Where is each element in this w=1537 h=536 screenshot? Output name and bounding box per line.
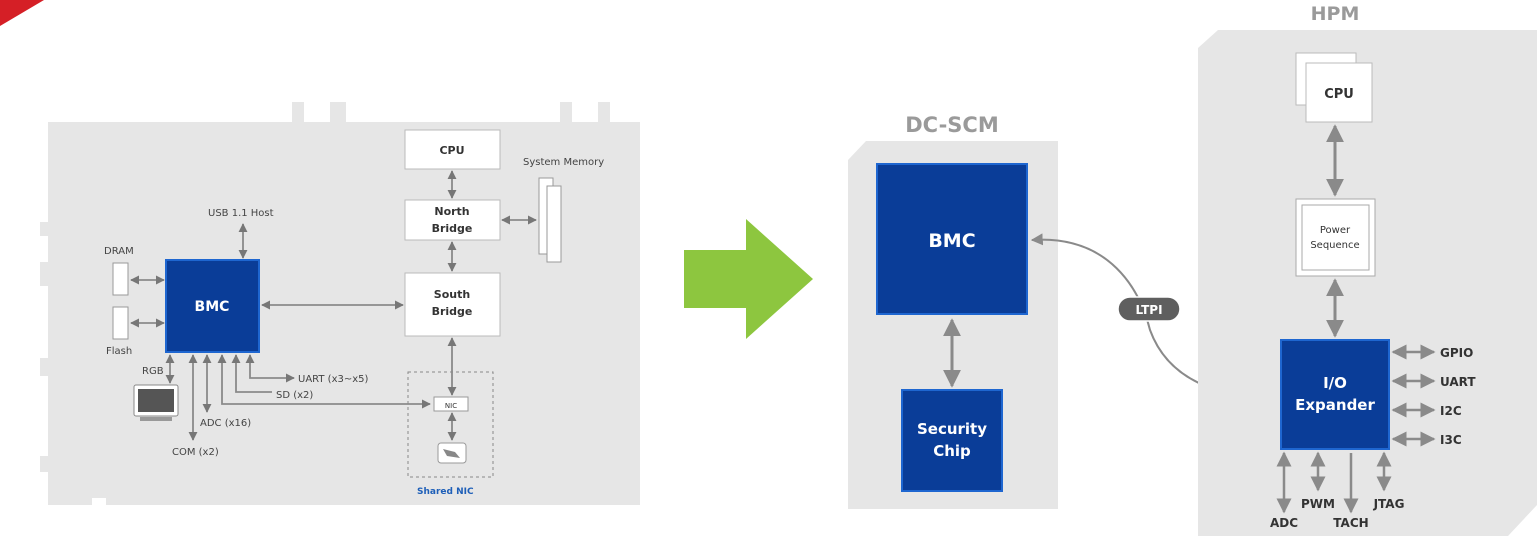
monitor-screen-icon	[138, 389, 174, 412]
north-bridge-box	[404, 199, 501, 241]
flash-chip	[112, 306, 129, 340]
adc-label: ADC (x16)	[200, 418, 251, 429]
uart-signal-label: UART	[1440, 375, 1476, 389]
com-label: COM (x2)	[172, 447, 219, 458]
hpm-cpu-label: CPU	[1324, 87, 1354, 102]
south-bridge-label-2: Bridge	[432, 305, 473, 318]
cpu-box	[404, 129, 501, 170]
rgb-label: RGB	[142, 366, 164, 377]
dram-chip	[112, 262, 129, 296]
tach-label: TACH	[1333, 516, 1368, 530]
pwm-label: PWM	[1301, 497, 1335, 511]
motherboard-diagram: CPU North Bridge South Bridge System Mem…	[40, 102, 640, 505]
usb-host-label: USB 1.1 Host	[208, 208, 274, 219]
north-bridge-label-1: North	[434, 205, 469, 218]
sd-link	[231, 354, 272, 393]
sd-label: SD (x2)	[276, 390, 313, 401]
dcscm-title: DC-SCM	[905, 113, 998, 137]
hpm-cpu-box	[1305, 62, 1373, 123]
power-sequence-label-1: Power	[1320, 225, 1351, 236]
jtag-label: JTAG	[1373, 497, 1405, 511]
adc-signal-label: ADC	[1270, 516, 1298, 530]
dcscm-bmc-label: BMC	[928, 230, 975, 252]
power-sequence-box	[1301, 204, 1370, 271]
i2c-label: I2C	[1440, 404, 1462, 418]
nic-label: NIC	[445, 402, 457, 410]
gpio-label: GPIO	[1440, 346, 1473, 360]
nic-chip	[433, 396, 469, 412]
bmc-label-left: BMC	[195, 299, 230, 315]
transition-arrow	[684, 219, 813, 339]
flash-label: Flash	[106, 346, 132, 357]
ltpi-badge	[1117, 296, 1181, 322]
dcscm-bmc-chip	[876, 163, 1028, 315]
cpu-label: CPU	[439, 144, 464, 157]
monitor-stand-icon	[140, 417, 172, 421]
dram-label: DRAM	[104, 246, 134, 257]
security-chip	[901, 389, 1003, 492]
uart-link	[245, 354, 295, 383]
south-bridge-box	[404, 272, 501, 337]
security-chip-label-2: Chip	[933, 442, 971, 460]
brand-corner-logo	[0, 0, 44, 26]
uart-label: UART (x3~x5)	[298, 374, 369, 385]
io-expander-chip	[1280, 339, 1390, 450]
power-sequence-label-2: Sequence	[1310, 240, 1359, 251]
ethernet-cable-icon	[443, 449, 460, 458]
bmc-chip-left	[165, 259, 260, 353]
ltpi-label: LTPI	[1135, 303, 1162, 317]
system-memory-label: System Memory	[523, 157, 604, 168]
security-chip-label-1: Security	[917, 420, 987, 438]
south-bridge-label-1: South	[434, 288, 470, 301]
memory-module-2	[546, 185, 562, 263]
io-expander-label-2: Expander	[1295, 396, 1375, 414]
dcscm-module: DC-SCM BMC Security Chip	[848, 113, 1058, 509]
north-bridge-label-2: Bridge	[432, 222, 473, 235]
io-expander-label-1: I/O	[1323, 374, 1347, 392]
sd-nic-link	[217, 354, 431, 409]
hpm-panel-corner	[1508, 505, 1537, 536]
hpm-title: HPM	[1311, 3, 1360, 25]
hpm-module: HPM CPU Power Sequence I/O Expander GPIO…	[1198, 3, 1537, 536]
i3c-label: I3C	[1440, 433, 1462, 447]
shared-nic-label: Shared NIC	[417, 487, 474, 497]
